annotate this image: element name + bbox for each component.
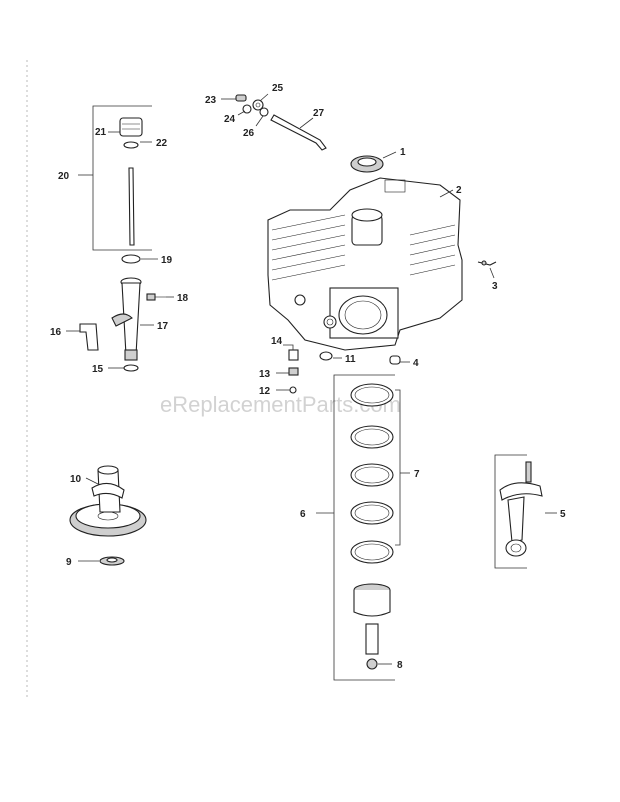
dipstick-group <box>78 105 152 251</box>
oil-seal-1 <box>350 151 397 173</box>
camshaft <box>69 465 147 537</box>
callout-21: 21 <box>95 127 107 138</box>
callout-17: 17 <box>157 321 169 332</box>
bolt-18 <box>146 293 174 301</box>
callout-25: 25 <box>272 83 284 94</box>
callout-6: 6 <box>300 509 306 520</box>
callout-27: 27 <box>313 108 325 119</box>
callout-14: 14 <box>271 336 283 347</box>
callout-18: 18 <box>177 293 189 304</box>
callout-2: 2 <box>456 185 462 196</box>
callout-20: 20 <box>58 171 70 182</box>
o-ring-19 <box>121 254 141 264</box>
callout-24: 24 <box>224 114 236 125</box>
o-ring-15 <box>123 364 139 372</box>
bracket-16 <box>66 323 99 351</box>
callout-23: 23 <box>205 95 217 106</box>
stud-3 <box>477 260 497 279</box>
callout-5: 5 <box>560 509 566 520</box>
callout-9: 9 <box>66 557 72 568</box>
piston-group <box>316 374 410 681</box>
callout-15: 15 <box>92 364 104 375</box>
callout-12: 12 <box>259 386 271 397</box>
crankcase <box>267 177 463 351</box>
dipstick-tube <box>111 277 154 361</box>
callout-3: 3 <box>492 281 498 292</box>
callout-8: 8 <box>397 660 403 671</box>
callout-13: 13 <box>259 369 271 380</box>
small-parts <box>276 344 410 394</box>
callout-7: 7 <box>414 469 420 480</box>
callout-16: 16 <box>50 327 62 338</box>
callout-19: 19 <box>161 255 173 266</box>
callout-22: 22 <box>156 138 168 149</box>
callout-26: 26 <box>243 128 255 139</box>
callout-1: 1 <box>400 147 406 158</box>
callout-4: 4 <box>413 358 419 369</box>
connecting-rod <box>494 454 557 569</box>
breather-parts <box>221 93 327 151</box>
washer-9 <box>78 556 125 566</box>
callout-10: 10 <box>70 474 82 485</box>
callout-11: 11 <box>345 354 356 365</box>
